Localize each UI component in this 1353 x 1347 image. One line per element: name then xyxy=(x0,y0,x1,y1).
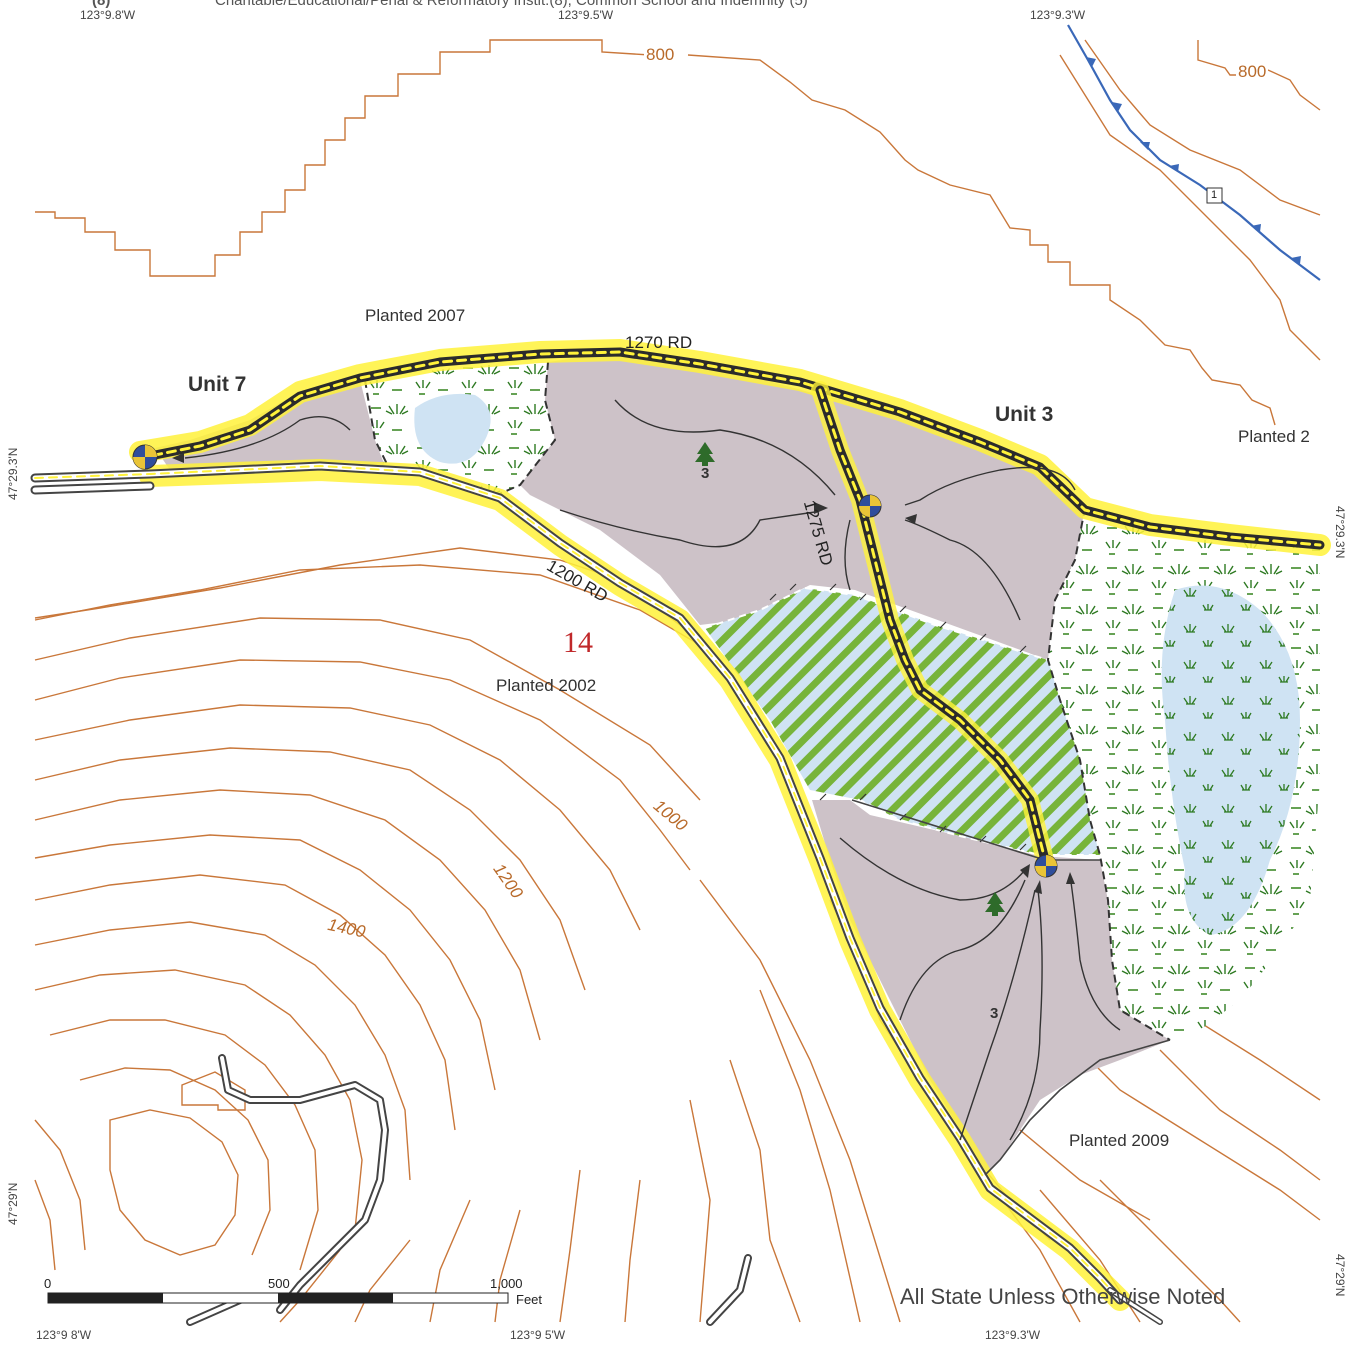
coord-top-2: 123°9.5'W xyxy=(558,8,614,22)
section-number: 14 xyxy=(563,626,593,659)
contour-800-label-2: 800 xyxy=(1236,62,1269,82)
coord-right-2: 47°29'N xyxy=(1333,1254,1347,1297)
coord-right-1: 47°29.3'N xyxy=(1333,506,1347,559)
scale-tick-500: 500 xyxy=(268,1276,290,1291)
coord-left-2: 47°29'N xyxy=(6,1182,20,1225)
landing-icon xyxy=(132,444,158,470)
scale-unit: Feet xyxy=(516,1292,543,1307)
scale-tick-0: 0 xyxy=(44,1276,52,1291)
landing-icon xyxy=(1034,854,1058,878)
landing-icon xyxy=(858,494,882,518)
contour-800-label-1: 800 xyxy=(644,45,677,65)
skid-arrow-icon xyxy=(184,399,1121,1141)
unit-7-label: Unit 7 xyxy=(188,373,247,396)
coord-bottom-3: 123°9.3'W xyxy=(985,1328,1041,1342)
coord-top-1: 123°9.8'W xyxy=(80,8,136,22)
stream-marker xyxy=(1206,187,1223,204)
tree-icon xyxy=(695,442,1005,916)
coord-left-1: 47°29.3'N xyxy=(6,447,20,500)
header-prefix: (8) xyxy=(92,0,111,9)
stream-arrow-icon xyxy=(1086,57,1301,264)
header-text: Charitable/Educational/Penal & Reformato… xyxy=(215,0,808,9)
planted-2002-label: Planted 2002 xyxy=(496,676,597,695)
road-1270-label: 1270 RD xyxy=(625,333,693,352)
planted-edge-label: Planted 2 xyxy=(1238,427,1310,446)
planted-2007-label: Planted 2007 xyxy=(365,306,466,325)
coord-bottom-1: 123°9 8'W xyxy=(36,1328,92,1342)
coord-top-3: 123°9.3'W xyxy=(1030,8,1086,22)
unit-3-label: Unit 3 xyxy=(995,403,1054,426)
riparian-buffer xyxy=(705,588,1100,855)
stand-label-1: 3 xyxy=(701,465,710,482)
scale-bar xyxy=(47,1292,509,1304)
stream-marker-label: 1 xyxy=(1211,189,1218,201)
planted-2009-label: Planted 2009 xyxy=(1069,1131,1170,1150)
ownership-note: All State Unless Otherwise Noted xyxy=(900,1284,1226,1309)
scale-tick-1000: 1,000 xyxy=(490,1276,523,1291)
stand-label-2: 3 xyxy=(990,1005,999,1022)
coord-bottom-2: 123°9 5'W xyxy=(510,1328,566,1342)
